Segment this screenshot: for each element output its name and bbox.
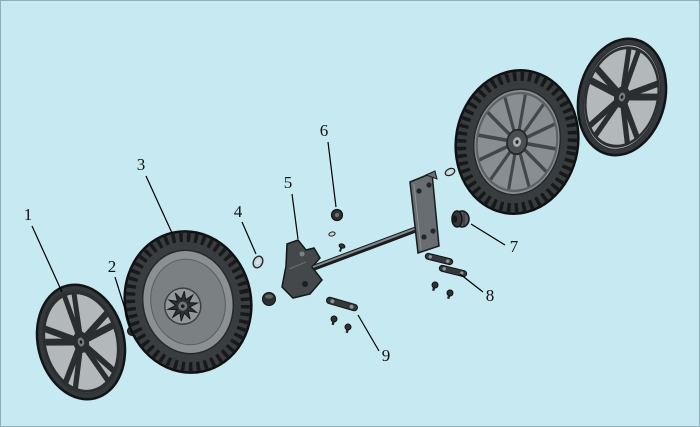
right-wheel-cover (576, 37, 668, 157)
callout-3-label: 3 (137, 155, 146, 174)
bracket-pair (424, 252, 468, 300)
screw (344, 323, 352, 334)
bracket-with-screws (325, 296, 359, 334)
left-tire-tread (126, 232, 250, 372)
callout-5: 5 (284, 173, 299, 240)
callout-2: 2 (108, 257, 131, 326)
callout-6-leader (327, 141, 337, 208)
callout-4: 4 (234, 202, 257, 255)
screw (431, 281, 439, 292)
callout-8-label: 8 (486, 286, 495, 305)
callout-9-leader (357, 314, 380, 352)
callout-1-label: 1 (24, 205, 33, 224)
right-wheel-spokes (477, 93, 557, 191)
left-hub-gear (164, 287, 202, 325)
callout-9: 9 (357, 314, 391, 365)
callout-8: 8 (459, 273, 495, 305)
callout-7-label: 7 (510, 237, 519, 256)
axle-bushing (451, 210, 470, 228)
axle-assembly (311, 170, 440, 271)
callout-5-leader (291, 193, 299, 240)
callout-7: 7 (470, 223, 519, 256)
right-wheel (454, 69, 580, 215)
callout-4-label: 4 (234, 202, 243, 221)
callout-4-leader (241, 221, 257, 255)
washer-small (252, 255, 264, 269)
screw (446, 289, 454, 300)
callout-3: 3 (137, 155, 173, 234)
callout-7-leader (470, 223, 506, 246)
callout-1: 1 (24, 205, 63, 293)
wheel-cover-spokes (43, 291, 116, 391)
plate-washer (444, 167, 456, 177)
callout-2-label: 2 (108, 257, 117, 276)
wheel-cover-spokes (588, 46, 660, 146)
lock-nut (330, 208, 344, 222)
left-wheel (123, 230, 253, 374)
callout-8-leader (459, 273, 484, 293)
callout-6-label: 6 (320, 121, 329, 140)
callout-9-label: 9 (382, 346, 391, 365)
callout-3-leader (145, 175, 173, 234)
left-wheel-cover (35, 283, 127, 401)
callout-6: 6 (320, 121, 337, 208)
pivot-bracket (262, 239, 323, 306)
small-bolt-6 (338, 243, 346, 252)
small-washer-6 (328, 231, 336, 237)
screw (330, 315, 338, 326)
callout-2-leader (114, 276, 131, 326)
callouts: 1 2 3 4 5 6 7 8 (24, 121, 519, 365)
callout-1-leader (31, 225, 63, 293)
callout-5-label: 5 (284, 173, 293, 192)
